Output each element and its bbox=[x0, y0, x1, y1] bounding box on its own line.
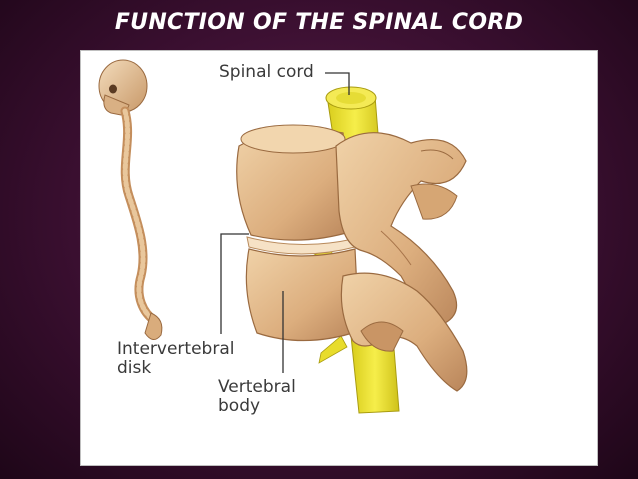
label-spinal-cord: Spinal cord bbox=[219, 63, 314, 82]
label-vertebral-body-line1: Vertebral bbox=[218, 377, 296, 397]
leader-line-spinal-cord bbox=[325, 72, 350, 95]
label-intervertebral-disk-line1: Intervertebral bbox=[117, 339, 235, 359]
spine-illustration bbox=[98, 59, 468, 414]
label-spinal-cord-text: Spinal cord bbox=[219, 62, 314, 82]
figure-frame: Spinal cord Intervertebral disk Vertebra… bbox=[80, 50, 598, 466]
label-intervertebral-disk: Intervertebral disk bbox=[117, 340, 234, 378]
vertebral-body-shapes bbox=[236, 124, 360, 342]
slide-title: FUNCTION OF THE SPINAL CORD bbox=[114, 10, 524, 35]
label-vertebral-body-line2: body bbox=[218, 396, 261, 416]
skeleton-spine-thumbnail bbox=[98, 59, 163, 340]
vertebral-process-shapes bbox=[335, 132, 468, 392]
label-vertebral-body: Vertebral body bbox=[218, 378, 296, 416]
label-intervertebral-disk-line2: disk bbox=[117, 358, 152, 378]
leader-line-intervertebral-disk bbox=[220, 233, 249, 334]
leader-lines bbox=[220, 72, 350, 373]
